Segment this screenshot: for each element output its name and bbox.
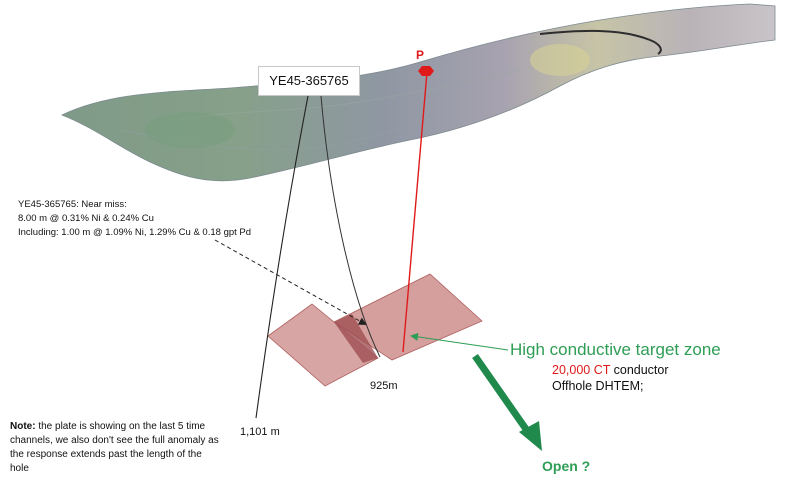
target-zone-title: High conductive target zone (510, 340, 721, 359)
collar-marker-label: P (416, 48, 425, 62)
note-body: the plate is showing on the last 5 time … (10, 421, 219, 474)
collar-marker-icon (418, 66, 434, 76)
conductor-plates (267, 273, 483, 387)
conductor-plate-overlap (334, 314, 378, 363)
drill-traces (255, 66, 434, 419)
intercept-annotation: YE45-365765: Near miss: 8.00 m @ 0.31% N… (18, 198, 251, 240)
target-pointer-arrow (410, 332, 509, 351)
annotation-line-3: Including: 1.00 m @ 1.09% Ni, 1.29% Cu &… (18, 227, 252, 238)
conductor-description: 20,000 CT conductor Offhole DHTEM; (552, 362, 669, 394)
open-label: Open ? (542, 458, 591, 474)
depth-label-1101: 1,101 m (240, 426, 280, 438)
drill-trace-red (402, 71, 428, 353)
drill-trace-ye45-long (255, 95, 309, 419)
depth-label-925: 925m (370, 380, 398, 392)
topographic-surface (60, 3, 776, 182)
annotation-line-1: YE45-365765: Near miss: (18, 199, 127, 210)
conductor-line: 20,000 CT conductor (552, 362, 669, 378)
ct-suffix: conductor (610, 363, 669, 377)
ct-value: 20,000 CT (552, 363, 611, 377)
annotation-line-2: 8.00 m @ 0.31% Ni & 0.24% Cu (18, 213, 154, 224)
method-line: Offhole DHTEM; (552, 379, 644, 393)
hole-label: YE45-365765 (258, 66, 360, 96)
intercept-pointer-arrow (214, 239, 367, 325)
open-trend-arrow-icon (472, 353, 542, 451)
note-text: Note: the plate is showing on the last 5… (10, 420, 220, 476)
drill-trace-ye45-short (320, 95, 381, 358)
conductor-plate-main (333, 273, 483, 361)
note-bold: Note: (10, 421, 36, 432)
